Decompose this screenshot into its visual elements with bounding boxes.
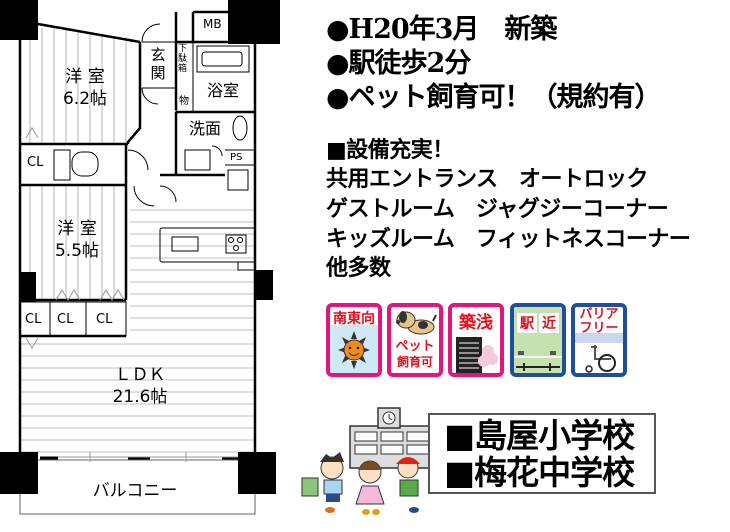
room-size: 21.6帖 (112, 387, 168, 407)
badge-pets-allowed: ペット 飼育可 (387, 303, 443, 377)
headline-built-date: ●H20年3月 新築 (326, 14, 557, 45)
feature-line: ゲストルーム ジャグジーコーナー (326, 196, 669, 222)
elementary-school: ■島屋小学校 (444, 416, 635, 455)
floor-plan-drawing (0, 0, 280, 515)
bathroom-label: 浴室 (206, 81, 239, 100)
room-western-1: 洋 室 6.2帖 (40, 66, 130, 110)
room-name: 洋 室 (65, 67, 105, 87)
ps-label: PS (230, 152, 243, 163)
badge-label: 近 (539, 313, 559, 333)
closet-label: CL (27, 155, 44, 170)
badge-label: ペット (395, 339, 435, 354)
wheelchair-icon (585, 345, 616, 373)
junior-high-school: ■梅花中学校 (444, 453, 635, 492)
closet-label: CL (96, 312, 113, 327)
badge-recently-built: 築浅 (448, 303, 504, 377)
closet-label: CL (57, 312, 74, 327)
balcony-label: バルコニー (92, 481, 178, 501)
room-name: ＬＤＫ (114, 365, 166, 385)
room-name: 洋 室 (57, 219, 97, 239)
feature-line: 他多数 (326, 255, 391, 281)
headline-pets-allowed: ●ペット飼育可！（規約有） (326, 82, 662, 113)
storage-label: 物 (179, 96, 189, 107)
sun-icon (338, 331, 370, 369)
badge-near-station: 駅 近 (510, 303, 566, 377)
badge-label: フリー (579, 321, 619, 336)
badge-label: 飼育可 (396, 355, 433, 369)
room-ldk: ＬＤＫ 21.6帖 (90, 364, 190, 408)
closet-label: CL (25, 312, 42, 327)
room-size: 6.2帖 (62, 89, 108, 109)
headline-station-walk: ●駅徒歩2分 (326, 48, 471, 79)
room-size: 5.5帖 (54, 241, 100, 261)
shoe-box-label: 下駄箱 (178, 44, 188, 74)
building-icon (456, 337, 498, 373)
badge-label: 南東向 (333, 311, 375, 327)
entrance-label: 玄関 (150, 46, 166, 82)
washroom-label: 洗面 (188, 119, 221, 138)
features-title: ■設備充実！ (326, 137, 454, 163)
badge-southeast-facing: 南東向 (326, 303, 382, 377)
feature-line: キッズルーム フィットネスコーナー (326, 226, 691, 252)
feature-line: 共用エントランス オートロック (326, 166, 649, 192)
badge-barrier-free: バリア フリー (571, 303, 627, 377)
column (0, 0, 38, 40)
floor-plan: 洋 室 6.2帖 洋 室 5.5帖 ＬＤＫ 21.6帖 玄関 下駄箱 物 浴室 … (0, 0, 280, 528)
school-kids-illustration (301, 407, 435, 515)
schools-box: ■島屋小学校 ■梅花中学校 (428, 413, 656, 494)
mb-label: MB (203, 17, 222, 31)
train-icon (514, 351, 562, 371)
room-western-2: 洋 室 5.5帖 (32, 218, 122, 262)
badge-label: 築浅 (459, 313, 493, 333)
dog-icon (396, 311, 437, 335)
badge-label: バリア (579, 307, 619, 322)
badge-label: 駅 (517, 313, 537, 333)
